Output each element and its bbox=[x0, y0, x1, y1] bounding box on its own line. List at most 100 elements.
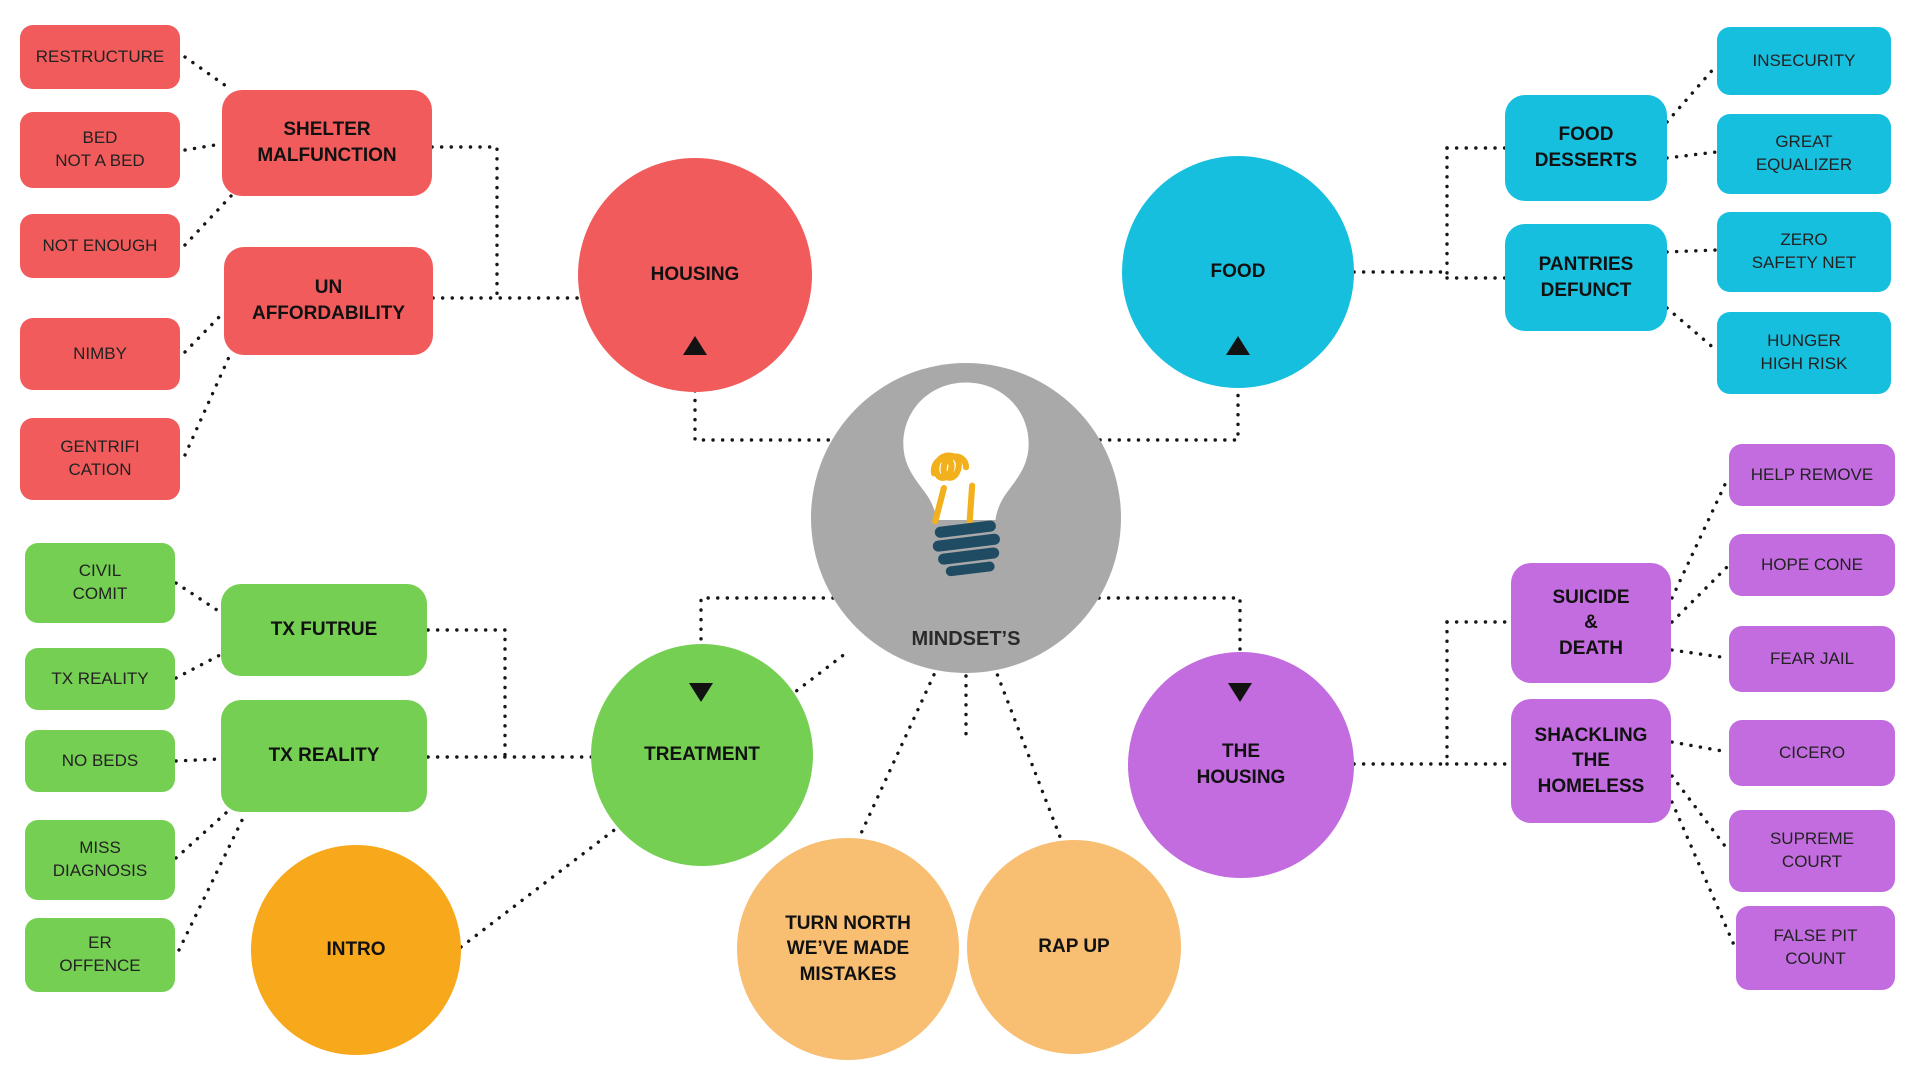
connector bbox=[1665, 306, 1718, 352]
node-zero-safety-net-label: ZERO SAFETY NET bbox=[1751, 230, 1857, 272]
node-rap-up[interactable]: RAP UP bbox=[967, 840, 1181, 1054]
node-bed-not-a-bed[interactable]: BED NOT A BED bbox=[20, 112, 180, 188]
node-shackling-the-homeless-label: SHACKLING THE HOMELESS bbox=[1534, 724, 1648, 797]
node-tx-future[interactable]: TX FUTRUE bbox=[221, 584, 427, 676]
node-bed-not-a-bed-label: BED NOT A BED bbox=[55, 128, 145, 170]
node-mindsets[interactable]: MINDSET’S bbox=[811, 363, 1121, 673]
node-great-equalizer-label: GREAT EQUALIZER bbox=[1755, 132, 1853, 174]
node-food-label: FOOD bbox=[1210, 261, 1266, 283]
node-suicide-death-label: SUICIDE & DEATH bbox=[1552, 586, 1630, 659]
node-not-enough-label: NOT ENOUGH bbox=[42, 235, 158, 255]
node-suicide-death[interactable]: SUICIDE & DEATH bbox=[1511, 563, 1671, 683]
node-the-housing-label: THE HOUSING bbox=[1196, 741, 1286, 788]
node-housing[interactable]: HOUSING bbox=[578, 158, 812, 392]
node-civil-comit[interactable]: CIVIL COMIT bbox=[25, 543, 175, 623]
connector bbox=[183, 355, 231, 457]
node-miss-diagnosis-label: MISS DIAGNOSIS bbox=[52, 838, 148, 880]
connector bbox=[183, 194, 233, 247]
node-miss-diagnosis[interactable]: MISS DIAGNOSIS bbox=[25, 820, 175, 900]
node-no-beds[interactable]: NO BEDS bbox=[25, 730, 175, 792]
node-shelter-malfunction-label: SHELTER MALFUNCTION bbox=[257, 119, 397, 166]
node-housing-label: HOUSING bbox=[650, 264, 740, 286]
node-restructure-label: RESTRUCTURE bbox=[35, 46, 165, 66]
node-intro-label: INTRO bbox=[326, 939, 386, 961]
node-restructure[interactable]: RESTRUCTURE bbox=[20, 25, 180, 89]
node-tx-future-label: TX FUTRUE bbox=[270, 619, 378, 641]
node-gentrification-label: GENTRIFI CATION bbox=[60, 437, 140, 479]
node-er-offence-label: ER OFFENCE bbox=[59, 933, 141, 975]
node-cicero[interactable]: CICERO bbox=[1729, 720, 1895, 786]
node-shackling-the-homeless[interactable]: SHACKLING THE HOMELESS bbox=[1511, 699, 1671, 823]
connector bbox=[1665, 150, 1718, 160]
connector bbox=[183, 142, 223, 152]
connector bbox=[177, 812, 247, 952]
node-intro[interactable]: INTRO bbox=[251, 845, 461, 1055]
connector bbox=[1670, 648, 1730, 660]
connector bbox=[1670, 800, 1736, 947]
node-hunger-high-risk[interactable]: HUNGER HIGH RISK bbox=[1717, 312, 1891, 394]
node-help-remove-label: HELP REMOVE bbox=[1750, 464, 1874, 484]
node-tx-reality-label: TX REALITY bbox=[268, 745, 380, 767]
node-er-offence[interactable]: ER OFFENCE bbox=[25, 918, 175, 992]
node-false-pit-count[interactable]: FALSE PIT COUNT bbox=[1736, 906, 1895, 990]
node-hunger-high-risk-label: HUNGER HIGH RISK bbox=[1760, 331, 1848, 373]
connector bbox=[426, 628, 507, 759]
node-supreme-court-label: SUPREME COURT bbox=[1769, 829, 1855, 871]
lightbulb-icon bbox=[880, 375, 1052, 584]
node-false-pit-count-label: FALSE PIT COUNT bbox=[1773, 926, 1858, 968]
node-nimby[interactable]: NIMBY bbox=[20, 318, 180, 390]
node-treatment-label: TREATMENT bbox=[644, 744, 760, 766]
connector bbox=[1665, 64, 1718, 124]
node-turn-north-label: TURN NORTH WE’VE MADE MISTAKES bbox=[785, 912, 911, 985]
node-fear-jail-label: FEAR JAIL bbox=[1769, 648, 1855, 668]
node-great-equalizer[interactable]: GREAT EQUALIZER bbox=[1717, 114, 1891, 194]
connector bbox=[174, 810, 229, 860]
node-supreme-court[interactable]: SUPREME COURT bbox=[1729, 810, 1895, 892]
node-food-desserts[interactable]: FOOD DESSERTS bbox=[1505, 95, 1667, 201]
node-pantries-defunct-label: PANTRIES DEFUNCT bbox=[1538, 253, 1634, 301]
connector bbox=[183, 310, 226, 354]
connector bbox=[1665, 248, 1718, 254]
node-cicero-label: CICERO bbox=[1778, 742, 1846, 762]
connector bbox=[992, 664, 1064, 844]
node-pantries-defunct[interactable]: PANTRIES DEFUNCT bbox=[1505, 224, 1667, 331]
node-insecurity-label: INSECURITY bbox=[1752, 50, 1856, 70]
node-civil-comit-label: CIVIL COMIT bbox=[72, 561, 128, 603]
connector bbox=[174, 653, 222, 680]
connector bbox=[174, 757, 222, 763]
node-no-beds-label: NO BEDS bbox=[61, 750, 139, 770]
node-tx-reality-small[interactable]: TX REALITY bbox=[25, 648, 175, 710]
node-turn-north[interactable]: TURN NORTH WE’VE MADE MISTAKES bbox=[737, 838, 959, 1060]
node-food[interactable]: FOOD bbox=[1122, 156, 1354, 388]
connector bbox=[693, 360, 834, 442]
node-nimby-label: NIMBY bbox=[73, 343, 127, 363]
node-fear-jail[interactable]: FEAR JAIL bbox=[1729, 626, 1895, 692]
connector bbox=[856, 664, 940, 842]
node-shelter-malfunction[interactable]: SHELTER MALFUNCTION bbox=[222, 90, 432, 196]
node-zero-safety-net[interactable]: ZERO SAFETY NET bbox=[1717, 212, 1891, 292]
node-tx-reality-small-label: TX REALITY bbox=[51, 668, 149, 688]
connector bbox=[174, 581, 222, 614]
node-rap-up-label: RAP UP bbox=[1038, 936, 1110, 958]
node-the-housing[interactable]: THE HOUSING bbox=[1128, 652, 1354, 878]
node-un-affordability[interactable]: UN AFFORDABILITY bbox=[224, 247, 433, 355]
node-help-remove[interactable]: HELP REMOVE bbox=[1729, 444, 1895, 506]
connector bbox=[430, 145, 499, 300]
node-food-desserts-label: FOOD DESSERTS bbox=[1534, 124, 1638, 171]
node-tx-reality[interactable]: TX REALITY bbox=[221, 700, 427, 812]
connector bbox=[1670, 564, 1730, 624]
connector bbox=[1670, 774, 1730, 852]
connector bbox=[1670, 476, 1730, 600]
connector bbox=[1097, 596, 1242, 683]
node-hope-cone[interactable]: HOPE CONE bbox=[1729, 534, 1895, 596]
node-insecurity[interactable]: INSECURITY bbox=[1717, 27, 1891, 95]
node-mindsets-label: MINDSET’S bbox=[911, 628, 1021, 650]
connector bbox=[183, 55, 228, 88]
node-hope-cone-label: HOPE CONE bbox=[1760, 554, 1864, 574]
connector bbox=[1670, 740, 1730, 754]
node-not-enough[interactable]: NOT ENOUGH bbox=[20, 214, 180, 278]
node-gentrification[interactable]: GENTRIFI CATION bbox=[20, 418, 180, 500]
node-treatment[interactable]: TREATMENT bbox=[591, 644, 813, 866]
